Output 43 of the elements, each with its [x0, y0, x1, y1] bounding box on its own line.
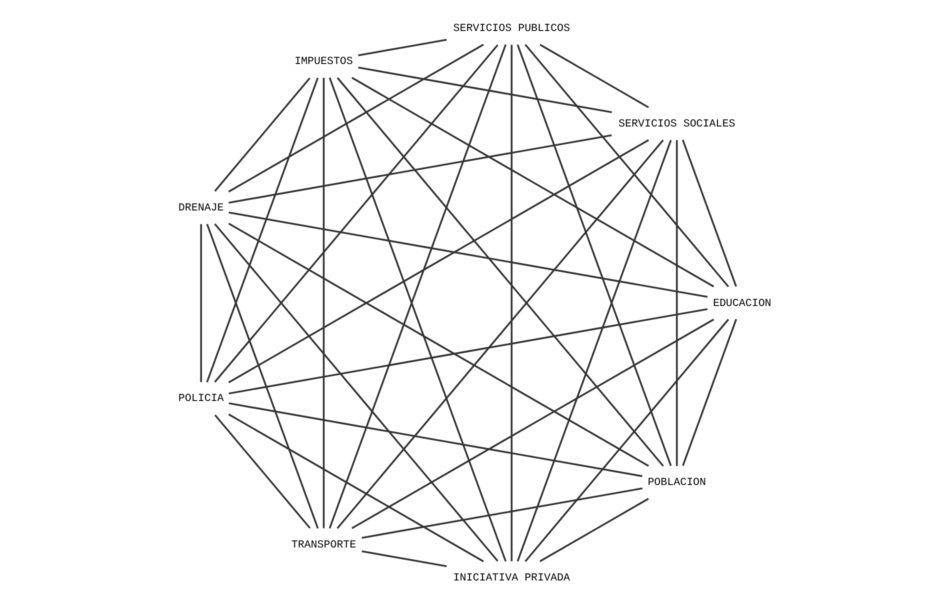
connector — [214, 414, 311, 529]
connector — [524, 318, 730, 562]
connector — [362, 550, 447, 568]
connector — [228, 212, 708, 298]
connector — [228, 414, 484, 562]
connector — [516, 44, 672, 466]
node-text: TRANSPORTE — [291, 539, 356, 552]
node-text: SERVICIOS SOCIALES — [618, 118, 736, 131]
node-text: DRENAJE — [178, 202, 224, 214]
connector — [228, 44, 484, 192]
connector — [351, 76, 714, 288]
connector — [524, 44, 730, 288]
connector — [351, 318, 714, 530]
connector — [228, 402, 642, 478]
connector — [200, 224, 202, 382]
connector — [510, 44, 513, 562]
connector — [358, 38, 447, 56]
connector — [228, 134, 612, 204]
node-text: IMPUESTOS — [294, 56, 353, 68]
connector — [322, 78, 325, 528]
connector — [336, 77, 664, 467]
connector — [676, 140, 678, 466]
connector — [362, 487, 643, 539]
connector — [206, 224, 319, 529]
connector — [358, 66, 612, 114]
node-text: POLICIA — [178, 393, 224, 406]
connector — [228, 222, 649, 467]
connector — [214, 44, 498, 383]
connector — [540, 44, 650, 108]
connector — [516, 140, 672, 562]
node-text: EDUCACION — [712, 298, 772, 310]
connector — [336, 140, 664, 529]
connector — [682, 140, 737, 287]
connector — [228, 308, 708, 394]
connector — [214, 223, 498, 562]
node-text: POBLACION — [648, 477, 706, 490]
connector — [214, 78, 310, 192]
connector — [206, 78, 319, 382]
connector — [540, 498, 649, 562]
node-text: SERVICIOS PUBLICOS — [453, 23, 570, 36]
connector — [228, 139, 650, 384]
connector — [682, 318, 738, 466]
node-text: INICIATIVA PRIVADA — [453, 572, 570, 584]
